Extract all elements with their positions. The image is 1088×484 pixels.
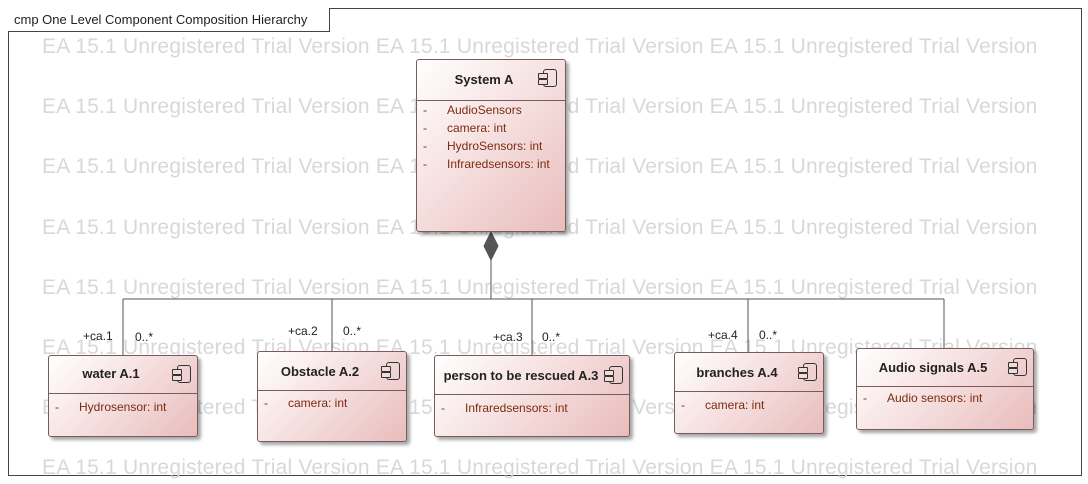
attribute-row: -HydroSensors: int bbox=[423, 139, 543, 153]
component-icon bbox=[172, 365, 191, 383]
watermark-text: EA 15.1 Unregistered Trial Version EA 15… bbox=[42, 456, 1038, 479]
component-audio-signals-a5[interactable]: Audio signals A.5 -Audio sensors: int bbox=[856, 348, 1034, 430]
compartment-divider bbox=[857, 386, 1033, 387]
multiplicity-label: 0..* bbox=[343, 324, 362, 338]
component-name: Audio signals A.5 bbox=[878, 360, 988, 375]
attribute-row: -camera: int bbox=[264, 396, 348, 410]
component-branches-a4[interactable]: branches A.4 -camera: int bbox=[674, 352, 824, 434]
role-label: +ca.1 bbox=[83, 329, 113, 343]
compartment-divider bbox=[417, 100, 565, 101]
compartment-divider bbox=[49, 393, 197, 394]
component-name: Obstacle A.2 bbox=[280, 364, 360, 379]
watermark-text: EA 15.1 Unregistered Trial Version EA 15… bbox=[42, 35, 1038, 58]
component-person-a3[interactable]: person to be rescued A.3 -Infraredsensor… bbox=[434, 355, 630, 437]
role-label: +ca.4 bbox=[708, 328, 738, 342]
component-icon bbox=[604, 366, 623, 384]
multiplicity-label: 0..* bbox=[135, 330, 154, 344]
attribute-row: -Hydrosensor: int bbox=[55, 400, 167, 414]
watermark-text: EA 15.1 Unregistered Trial Version EA 15… bbox=[42, 276, 1038, 299]
attribute-row: -Infraredsensors: int bbox=[423, 157, 550, 171]
role-label: +ca.3 bbox=[493, 330, 523, 344]
compartment-divider bbox=[675, 391, 823, 392]
multiplicity-label: 0..* bbox=[542, 330, 561, 344]
attribute-row: -camera: int bbox=[681, 398, 765, 412]
compartment-divider bbox=[435, 394, 629, 395]
component-name: water A.1 bbox=[82, 366, 140, 381]
attribute-row: -Infraredsensors: int bbox=[441, 401, 568, 415]
component-name: person to be rescued A.3 bbox=[443, 368, 599, 383]
component-name: System A bbox=[454, 72, 514, 87]
component-system-a[interactable]: System A -AudioSensors -camera: int -Hyd… bbox=[416, 59, 566, 232]
component-icon bbox=[1008, 358, 1027, 376]
diagram-frame bbox=[8, 8, 1082, 476]
attribute-row: -Audio sensors: int bbox=[863, 391, 983, 405]
compartment-divider bbox=[258, 390, 406, 391]
attribute-row: -AudioSensors bbox=[423, 103, 522, 117]
attribute-row: -camera: int bbox=[423, 121, 507, 135]
component-icon bbox=[381, 362, 400, 380]
component-obstacle-a2[interactable]: Obstacle A.2 -camera: int bbox=[257, 351, 407, 442]
multiplicity-label: 0..* bbox=[759, 328, 778, 342]
component-name: branches A.4 bbox=[696, 365, 778, 380]
component-water-a1[interactable]: water A.1 -Hydrosensor: int bbox=[48, 355, 198, 437]
role-label: +ca.2 bbox=[288, 324, 318, 338]
composition-diamond bbox=[483, 230, 499, 262]
component-icon bbox=[538, 69, 557, 87]
diagram-title: cmp One Level Component Composition Hier… bbox=[8, 8, 331, 32]
component-icon bbox=[798, 363, 817, 381]
